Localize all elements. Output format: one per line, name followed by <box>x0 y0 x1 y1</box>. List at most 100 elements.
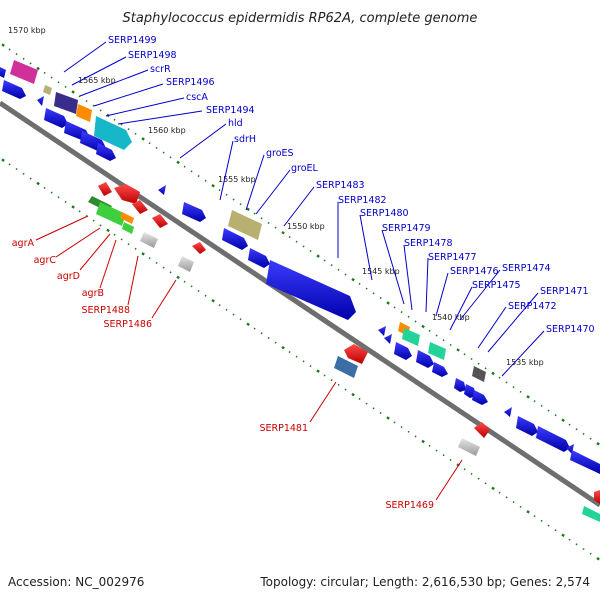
gene-label: SERP1471 <box>540 286 589 297</box>
gene-arrow <box>152 214 168 228</box>
minor-tick <box>568 538 571 541</box>
major-tick <box>71 90 75 94</box>
minor-tick <box>197 174 200 178</box>
minor-tick <box>43 186 46 189</box>
minor-tick <box>15 53 18 56</box>
minor-tick <box>8 163 11 166</box>
minor-tick <box>463 468 466 471</box>
minor-tick <box>190 285 193 288</box>
forward-genes <box>0 60 600 474</box>
minor-tick <box>295 355 298 358</box>
gene-arrow <box>44 108 68 128</box>
minor-tick <box>519 505 522 508</box>
major-tick <box>246 322 250 326</box>
minor-tick <box>344 273 347 276</box>
minor-tick <box>302 245 305 248</box>
minor-tick <box>337 268 340 271</box>
major-tick <box>1 43 5 47</box>
major-tick <box>141 252 145 256</box>
major-tick <box>1 158 5 162</box>
minor-tick <box>232 198 235 201</box>
minor-tick <box>498 376 501 379</box>
gene-arrow <box>504 407 512 417</box>
minor-tick <box>540 519 543 522</box>
minor-tick <box>267 336 270 340</box>
gene-label: SERP1499 <box>108 35 157 46</box>
minor-tick <box>358 397 361 400</box>
major-tick <box>176 275 180 280</box>
minor-tick <box>134 247 137 250</box>
minor-tick <box>337 383 340 386</box>
gene-arrow <box>37 96 44 106</box>
gene-label: scrR <box>150 64 171 75</box>
minor-tick <box>120 238 123 241</box>
minor-tick <box>22 57 25 60</box>
gene-arrow <box>228 210 262 240</box>
minor-tick <box>218 304 221 307</box>
minor-tick <box>554 529 557 532</box>
minor-tick <box>57 196 60 199</box>
gene-arrow <box>96 202 126 226</box>
gene-label: agrC <box>34 255 57 266</box>
scale-label-1540: 1540 kbp <box>432 313 470 322</box>
major-tick <box>491 486 495 491</box>
gene-label: hld <box>228 118 243 129</box>
minor-tick <box>295 240 298 243</box>
gene-label: agrD <box>57 271 80 282</box>
minor-tick <box>155 261 158 264</box>
genome-backbone <box>0 100 600 508</box>
minor-tick <box>582 432 585 436</box>
minor-tick <box>239 318 242 321</box>
minor-tick <box>372 292 375 295</box>
minor-tick <box>547 409 550 412</box>
major-tick <box>141 137 145 141</box>
minor-tick <box>169 156 172 159</box>
gene-arrow <box>416 350 434 368</box>
minor-tick <box>274 341 277 344</box>
gene-arrow <box>96 143 116 161</box>
minor-tick <box>470 472 473 476</box>
gene-label: SERP1479 <box>382 223 431 234</box>
scale-labels: 1570 kbp 1565 kbp 1560 kbp 1555 kbp 1550… <box>8 26 544 367</box>
minor-tick <box>22 172 25 175</box>
gene-labels-reverse: agrA agrC agrD agrB SERP1488 SERP1486 SE… <box>12 238 434 511</box>
gene-label: SERP1469 <box>385 500 434 511</box>
major-tick <box>421 439 425 444</box>
minor-tick <box>57 81 60 84</box>
minor-tick <box>372 407 375 410</box>
minor-tick <box>589 437 592 440</box>
minor-tick <box>512 501 515 504</box>
gene-arrow <box>594 490 600 504</box>
major-tick <box>351 392 355 397</box>
topology-text: Topology: circular; Length: 2,616,530 bp… <box>259 575 590 589</box>
major-tick <box>351 277 355 282</box>
minor-tick <box>113 118 116 121</box>
minor-tick <box>470 357 473 361</box>
major-tick <box>561 533 565 538</box>
minor-tick <box>15 168 18 171</box>
gene-arrow <box>2 80 26 99</box>
gene-arrow <box>98 182 112 196</box>
minor-tick <box>267 221 270 225</box>
gene-arrow <box>10 60 38 84</box>
gene-arrow <box>182 202 206 222</box>
minor-tick <box>323 259 326 262</box>
minor-tick <box>575 428 578 431</box>
scale-label-1560: 1560 kbp <box>148 126 186 135</box>
minor-tick <box>288 235 291 239</box>
minor-tick <box>148 142 151 145</box>
gene-label: SERP1475 <box>472 280 521 291</box>
minor-tick <box>43 71 46 74</box>
major-tick <box>596 556 600 561</box>
scale-label-1565: 1565 kbp <box>78 76 116 85</box>
gene-arrow <box>454 378 466 392</box>
minor-tick <box>155 146 158 149</box>
minor-tick <box>365 402 368 405</box>
gene-arrow <box>43 85 52 95</box>
minor-tick <box>99 109 102 112</box>
minor-tick <box>379 411 382 415</box>
minor-tick <box>575 543 578 546</box>
minor-tick <box>218 189 221 192</box>
major-tick <box>281 345 285 350</box>
minor-tick <box>260 332 263 335</box>
